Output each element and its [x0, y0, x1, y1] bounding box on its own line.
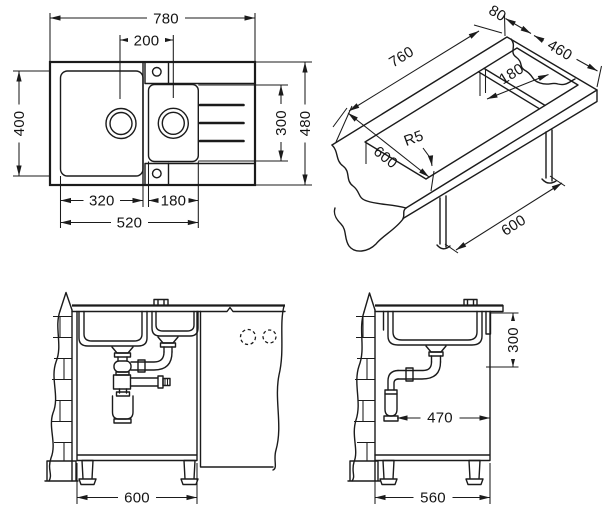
- dim-drain-centres-label: 200: [134, 33, 160, 50]
- dim-cabinet-width-iso-label: 600: [498, 212, 529, 240]
- dim-overall-depth-label: 480: [297, 111, 314, 137]
- cabinet-front: [76, 310, 199, 486]
- main-drain-flange: [111, 346, 134, 354]
- half-bowl-drain-icon: [157, 107, 190, 140]
- dim-corner-radius: R5: [402, 127, 434, 167]
- half-bowl-section-inner: [155, 310, 195, 332]
- worktop-break-edge-front: [402, 207, 407, 220]
- cabinet-foot-back: [379, 459, 398, 486]
- trap-bottle: [111, 395, 134, 420]
- dim-drain-centres: 200: [119, 32, 174, 99]
- main-bowl-section-outer: [78, 310, 148, 347]
- dim-overall-depth: 480: [255, 61, 314, 186]
- side-panel: [199, 305, 285, 471]
- dim-bowl-depth: 300: [486, 312, 522, 368]
- dim-trap-clearance-label: 470: [427, 410, 453, 427]
- dim-corner-radius-label: R5: [402, 127, 426, 150]
- cabinet-side: [374, 310, 491, 486]
- half-drain-flange: [157, 336, 179, 344]
- worktop-top-face: [331, 36, 598, 209]
- side-installation-view: 300 470 560: [347, 292, 522, 507]
- dim-half-bowl-cutout-label: 180: [496, 60, 527, 88]
- dim-bowls-width: 520: [60, 215, 199, 232]
- broken-wall-piece: [333, 207, 404, 252]
- dim-overall-width: 780: [49, 10, 256, 62]
- faucet-hole-top-box: [144, 61, 170, 85]
- plan-view: 780 200 400 300: [11, 10, 314, 232]
- dim-cabinet-depth-label: 560: [420, 490, 446, 507]
- dim-cabinet-width-front: 600: [76, 463, 198, 507]
- dim-half-bowl-cutout: 180: [486, 60, 549, 100]
- dim-bowl-depth-label: 300: [505, 327, 522, 353]
- faucet-deck-section: [153, 298, 169, 307]
- wall-side: [347, 292, 381, 482]
- bowl-side-outer: [387, 310, 483, 346]
- dim-drainer-length-label: 300: [273, 110, 290, 136]
- waste-plumbing-side: [383, 345, 447, 422]
- wall-left: [44, 291, 79, 482]
- dim-half-bowl-width: 180: [148, 193, 199, 210]
- dim-back-offset: 80: [486, 2, 532, 37]
- faucet-deck-side: [463, 298, 478, 307]
- dim-cabinet-depth: 560: [374, 463, 491, 507]
- faucet-hole-bottom-icon: [151, 168, 162, 179]
- drainboard-grooves: [198, 103, 245, 143]
- faucet-hole-top-icon: [151, 66, 162, 77]
- cabinet-panel-left: [436, 195, 451, 250]
- faucet-hole-bottom-box: [144, 162, 170, 186]
- dim-main-bowl-width-label: 320: [89, 193, 115, 210]
- cabinet-foot-left: [78, 459, 97, 486]
- dim-overall-width-label: 780: [153, 11, 179, 28]
- half-bowl-section-outer: [151, 310, 199, 337]
- dim-bowls-length-label: 400: [11, 111, 28, 137]
- dim-main-bowl-width: 320: [59, 161, 199, 228]
- front-installation-view: 600: [44, 291, 286, 507]
- panel-hole-mark-2: [262, 329, 277, 344]
- bowl-side-inner: [392, 310, 478, 341]
- main-bowl-section-inner: [83, 310, 143, 342]
- worktop-front-face: [402, 89, 598, 220]
- dim-bowls-length: 400: [11, 70, 50, 177]
- bowl-rim-details: [382, 310, 492, 335]
- trap-bottle-side: [384, 393, 398, 417]
- dishwasher-spigot: [129, 377, 159, 387]
- dim-cabinet-width-iso: 600: [444, 175, 566, 254]
- cabinet-panel-right: [541, 129, 557, 184]
- drainer-ledge-lines: [167, 82, 256, 165]
- dim-cabinet-width-front-label: 600: [124, 490, 150, 507]
- dim-back-offset-label: 80: [486, 2, 509, 25]
- countertop-front-edge: [71, 306, 286, 313]
- dim-bowls-width-label: 520: [117, 215, 143, 232]
- cabinet-foot-front: [465, 459, 484, 486]
- main-bowl: [59, 70, 144, 177]
- worktop-cutout-view: 760 80 460 180: [331, 2, 603, 254]
- worktop-break-edge: [331, 144, 407, 209]
- dim-cutout-length-label: 760: [386, 43, 417, 71]
- main-bowl-drain-icon: [105, 107, 137, 140]
- dim-drainer-length: 300: [198, 84, 290, 162]
- waste-plumbing: [111, 336, 179, 424]
- drain-flange-side: [425, 345, 447, 353]
- panel-hole-mark-1: [239, 328, 257, 346]
- cabinet-foot-right: [180, 459, 199, 486]
- dim-half-bowl-width-label: 180: [161, 193, 187, 210]
- dim-cutout-length: 760: [335, 24, 503, 143]
- dim-trap-clearance: 470: [397, 410, 490, 427]
